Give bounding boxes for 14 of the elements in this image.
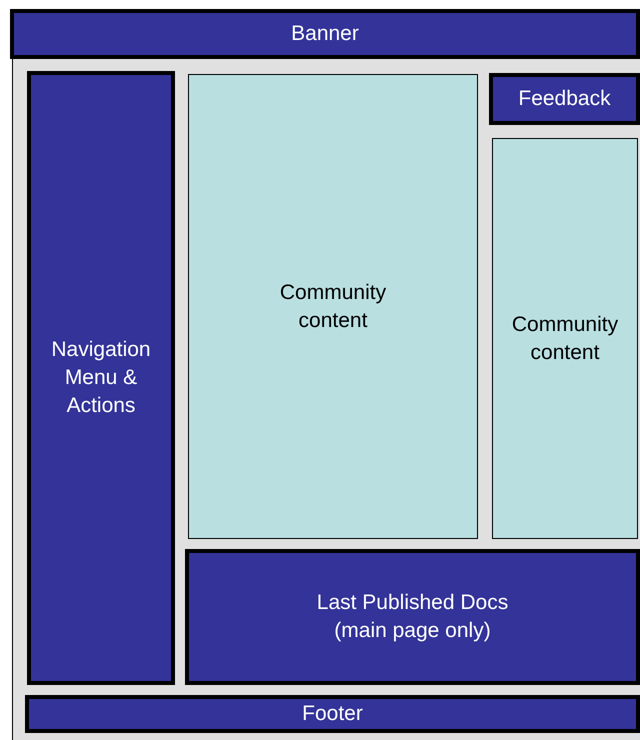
dark-panel: [25, 695, 640, 733]
dark-panel: [185, 549, 640, 685]
panel-label: Navigation Menu & Actions: [50, 337, 152, 419]
panel-label: Last Published Docs (main page only): [316, 590, 510, 644]
panel-label: Footer: [302, 701, 363, 727]
content-panel: [188, 74, 478, 539]
panel-label: Community content: [510, 312, 620, 366]
panel-label: Feedback: [518, 86, 611, 112]
dark-panel: [10, 9, 640, 59]
content-panel: [492, 138, 638, 539]
panel-label: Banner: [291, 21, 359, 47]
panel-label: Community content: [278, 280, 388, 334]
dark-panel: [489, 73, 640, 125]
dark-panel: [27, 71, 175, 685]
